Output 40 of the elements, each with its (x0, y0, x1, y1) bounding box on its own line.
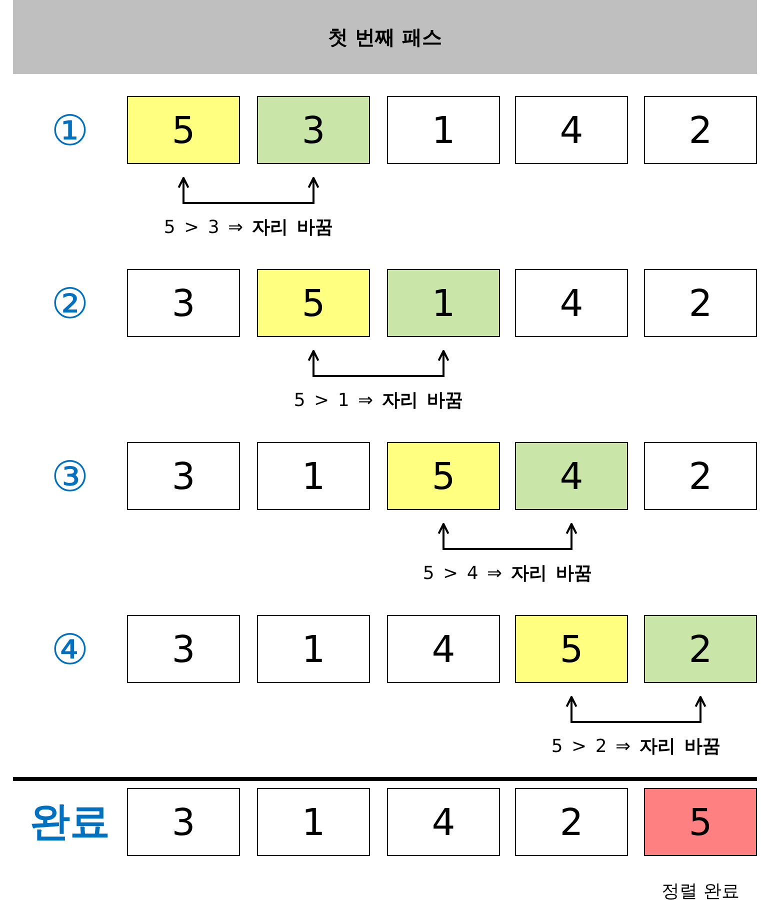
edge-label: 5 > 1 ⇒ 자리 바꿈 (294, 391, 464, 411)
number-cell: 1 (387, 269, 500, 337)
number-cell: 4 (515, 269, 628, 337)
number-cell: 5 (127, 96, 240, 164)
number-cell: 3 (127, 269, 240, 337)
number-cell: 1 (257, 615, 370, 683)
node-label: 정렬 완료 (662, 882, 740, 902)
number-cell: 2 (644, 442, 757, 510)
number-cell: 2 (644, 269, 757, 337)
swap-arrow (308, 350, 450, 377)
number-cell: 3 (127, 615, 240, 683)
number-cell: 2 (644, 96, 757, 164)
edge-label: 5 > 4 ⇒ 자리 바꿈 (422, 564, 592, 584)
number-cell: 5 (257, 269, 370, 337)
step-number: ① (51, 108, 89, 154)
number-cell: 3 (127, 788, 240, 856)
number-cell: 4 (387, 788, 500, 856)
swap-arrow (566, 696, 706, 723)
number-cell: 2 (644, 615, 757, 683)
edge-label: 5 > 3 ⇒ 자리 바꿈 (164, 218, 334, 238)
swap-arrow (438, 522, 578, 550)
number-cell: 5 (387, 442, 500, 510)
edge-label: 5 > 2 ⇒ 자리 바꿈 (551, 737, 721, 757)
number-cell: 3 (257, 96, 370, 164)
swap-arrow (178, 176, 320, 204)
step-number: ④ (51, 626, 89, 674)
number-cell: 1 (257, 788, 370, 856)
step-number: ③ (51, 454, 89, 500)
number-cell: 1 (257, 442, 370, 510)
number-cell: 4 (515, 96, 628, 164)
step-number: ② (51, 280, 89, 328)
row-heading: 완료 (30, 800, 110, 844)
title-bar: 첫 번째 패스 (13, 0, 757, 74)
number-cell: 2 (515, 788, 628, 856)
number-cell: 4 (387, 615, 500, 683)
number-cell: 3 (127, 442, 240, 510)
number-cell: 5 (515, 615, 628, 683)
number-cell: 4 (515, 442, 628, 510)
number-cell: 5 (644, 788, 757, 856)
number-cell: 1 (387, 96, 500, 164)
